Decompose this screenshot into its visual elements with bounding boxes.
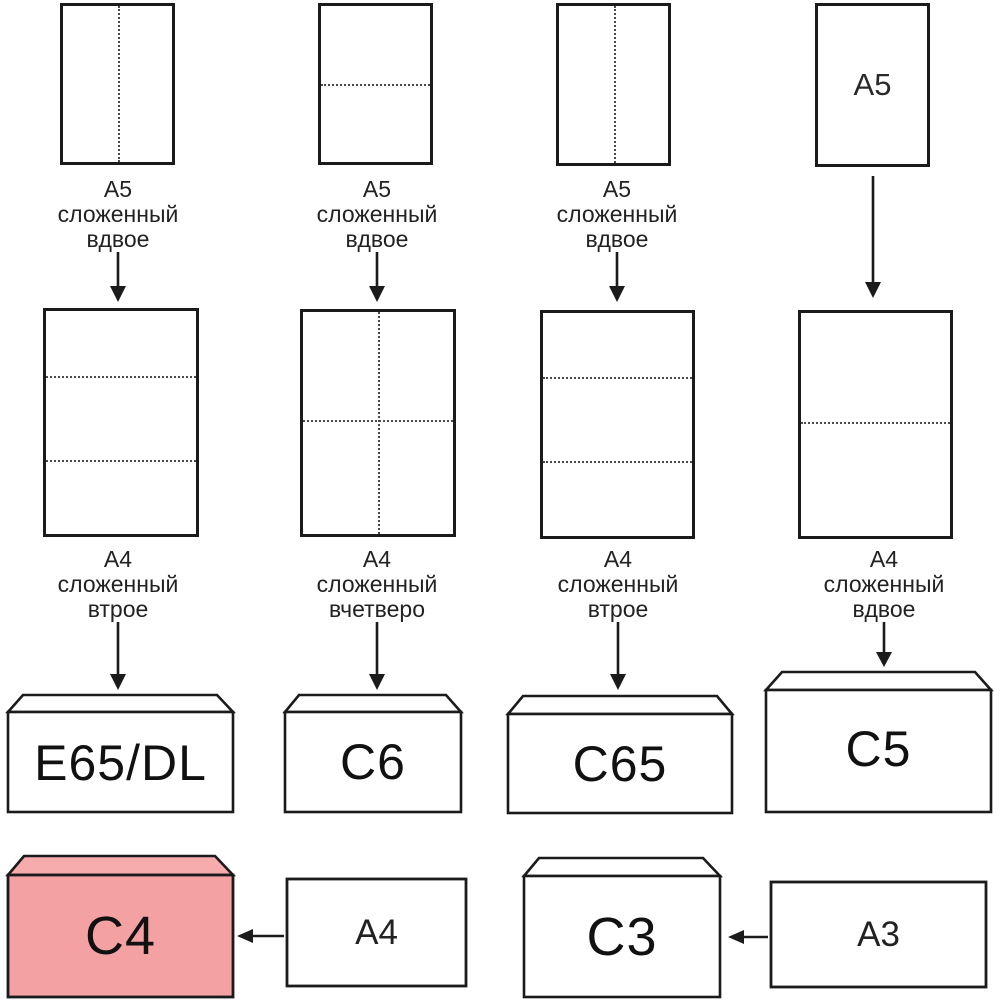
envelope-c4-highlighted — [5, 854, 237, 999]
a5-inner-label: A5 — [853, 67, 892, 102]
envelope-label-c6: C6 — [340, 734, 406, 790]
caption-a4-col1: A4 сложенный втрое — [18, 547, 218, 622]
fold-line-vertical — [117, 6, 120, 162]
envelope-label-c4: C4 — [84, 906, 157, 966]
caption-line: сложенный — [57, 571, 179, 597]
down-arrow-col3 — [609, 252, 625, 302]
a4-sheet-thirds-col3 — [540, 310, 695, 539]
a4-sheet-quarters-col2 — [300, 309, 456, 537]
fold-line-horizontal — [321, 84, 430, 86]
envelope-e65-dl — [5, 693, 237, 814]
source-label-a4: A4 — [355, 913, 398, 952]
fold-line-horizontal — [303, 419, 453, 422]
down-arrow-col4 — [865, 176, 881, 298]
caption-line: A5 — [602, 176, 632, 202]
a4-sheet-half-col4 — [798, 310, 953, 539]
fold-line-vertical — [378, 312, 380, 534]
envelope-c6 — [282, 693, 464, 814]
caption-line: сложенный — [823, 571, 945, 597]
a5-sheet-vertical-fold-col3 — [556, 3, 671, 166]
caption-a4-col2: A4 сложенный вчетверо — [277, 547, 477, 622]
caption-line: вдвое — [86, 226, 150, 252]
down-arrow-col3-a4 — [610, 622, 626, 690]
caption-line: A4 — [869, 546, 899, 572]
a5-sheet-plain-col4: A5 — [815, 3, 930, 167]
caption-line: вчетверо — [328, 596, 426, 622]
caption-line: втрое — [587, 596, 649, 622]
caption-line: вдвое — [852, 596, 916, 622]
down-arrow-col2-a4 — [369, 622, 385, 690]
a5-sheet-vertical-fold-col1 — [60, 3, 175, 165]
fold-line-third-1 — [46, 375, 196, 378]
caption-line: сложенный — [316, 201, 438, 227]
fold-line-third-1 — [543, 376, 692, 379]
fold-line-horizontal — [801, 422, 950, 425]
caption-line: A5 — [362, 176, 392, 202]
envelope-label-c5: C5 — [845, 721, 912, 777]
caption-line: сложенный — [57, 201, 179, 227]
fold-line-vertical — [613, 6, 616, 163]
envelope-c65 — [505, 694, 735, 815]
caption-line: сложенный — [557, 571, 679, 597]
down-arrow-col1 — [110, 252, 126, 302]
a3-source-sheet — [769, 880, 988, 989]
caption-a4-col3: A4 сложенный втрое — [518, 547, 718, 622]
caption-a5-col3: A5 сложенный вдвое — [517, 177, 717, 252]
caption-line: A4 — [362, 546, 392, 572]
a5-sheet-horizontal-fold-col2 — [318, 3, 433, 165]
down-arrow-col1-a4 — [110, 622, 126, 690]
envelope-label-c3: C3 — [586, 907, 658, 967]
left-arrow-a4-to-c4 — [237, 929, 284, 943]
fold-line-third-2 — [543, 461, 692, 464]
a4-source-sheet — [285, 877, 468, 988]
down-arrow-col2 — [369, 252, 385, 302]
envelope-label-e65-dl: E65/DL — [34, 735, 207, 791]
envelope-c5 — [763, 670, 994, 814]
source-label-a3: A3 — [857, 915, 900, 954]
caption-line: сложенный — [316, 571, 438, 597]
caption-line: втрое — [87, 596, 149, 622]
caption-line: A5 — [103, 176, 133, 202]
caption-a5-col1: A5 сложенный вдвое — [18, 177, 218, 252]
caption-a5-col2: A5 сложенный вдвое — [277, 177, 477, 252]
caption-line: A4 — [103, 546, 133, 572]
caption-line: A4 — [603, 546, 633, 572]
down-arrow-col4-a4 — [876, 622, 892, 667]
caption-a4-col4: A4 сложенный вдвое — [784, 547, 984, 622]
envelope-label-c65: C65 — [572, 736, 668, 792]
caption-line: сложенный — [556, 201, 678, 227]
envelope-c3 — [521, 856, 724, 999]
fold-line-third-2 — [46, 460, 196, 463]
caption-line: вдвое — [585, 226, 649, 252]
left-arrow-a3-to-c3 — [728, 930, 768, 944]
caption-line: вдвое — [345, 226, 409, 252]
a4-sheet-thirds-col1 — [43, 308, 199, 537]
